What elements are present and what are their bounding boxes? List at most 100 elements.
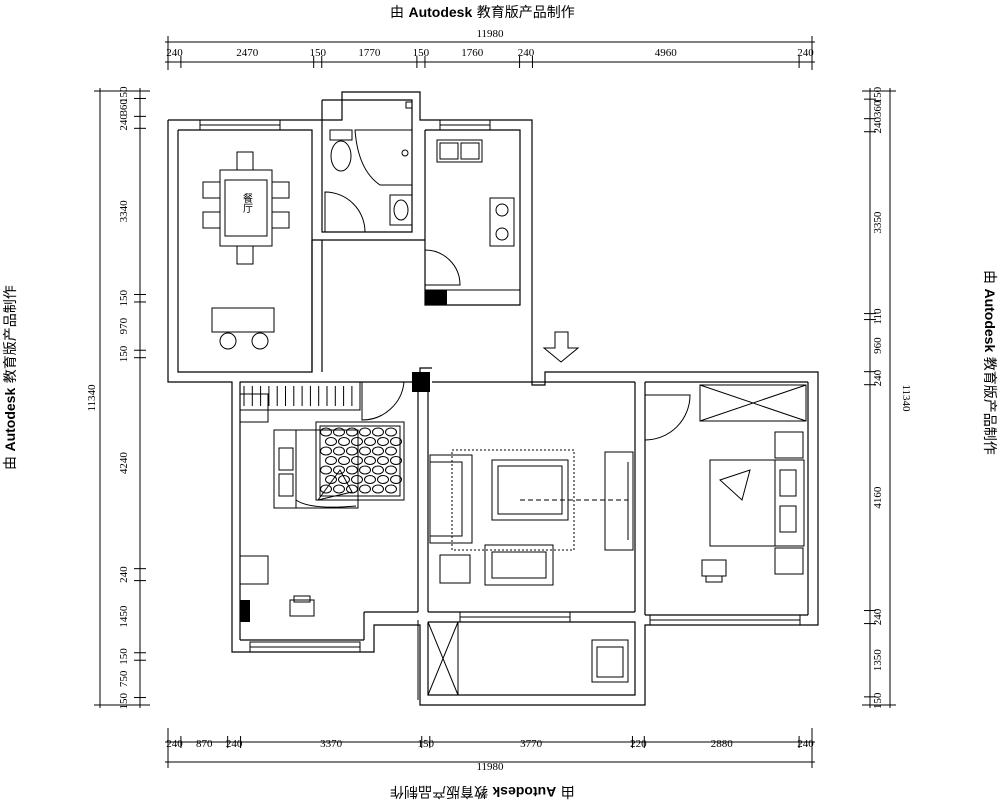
- rug-pattern-stone: [372, 446, 384, 456]
- right-dimension-total: 11340: [900, 384, 912, 412]
- rug-pattern-stone: [377, 475, 389, 484]
- left-dimension-segment: 750: [118, 670, 130, 687]
- rug-pattern-stone: [346, 427, 358, 437]
- rug-pattern-stone: [346, 465, 358, 475]
- right-dimension-segment: 240: [872, 608, 884, 625]
- rug-pattern-stone: [338, 437, 350, 446]
- rug-pattern-stone: [325, 437, 337, 446]
- rug-pattern-stone: [359, 446, 371, 456]
- left-dimension-segment: 150: [118, 289, 130, 306]
- left-dimension-segment: 240: [118, 114, 130, 131]
- rug-pattern-stone: [333, 484, 345, 494]
- left-dimension-segment: 1450: [118, 605, 130, 628]
- floor-drain: [405, 101, 413, 109]
- rug-pattern-stone: [346, 446, 358, 456]
- left-dimension-segment: 360: [118, 99, 130, 116]
- rug-pattern-stone: [338, 456, 350, 465]
- right-dimension-segment: 150: [872, 86, 884, 103]
- left-dimension-segment: 150: [118, 345, 130, 362]
- top-dimension-segment: 2470: [236, 47, 259, 59]
- bed-left: [273, 429, 359, 509]
- right-dimension-segment: 1350: [872, 649, 884, 672]
- left-dimension-segment: 150: [118, 693, 130, 710]
- washing-machine: [591, 639, 629, 683]
- living-rug: [451, 449, 575, 551]
- washbasin: [389, 194, 413, 226]
- rug-pattern-stone: [325, 475, 337, 484]
- rug-pattern-stone: [385, 427, 397, 437]
- rug-pattern-stone: [351, 456, 363, 465]
- rug-pattern-stone: [359, 427, 371, 437]
- windows: [199, 119, 801, 700]
- desk-chair-left: [289, 595, 315, 617]
- right-dimension-segment: 360: [872, 100, 884, 117]
- bottom-dimension-segment: 2880: [711, 738, 734, 750]
- rug-pattern-stone: [372, 484, 384, 494]
- bottom-dimension-segment: 240: [226, 738, 243, 750]
- left-dimension-total: 11340: [86, 384, 98, 412]
- rug-pattern-stone: [385, 484, 397, 494]
- side-table: [439, 554, 471, 584]
- desk-chair-right: [701, 559, 727, 583]
- top-dimension-segment: 240: [518, 47, 535, 59]
- top-dimension-segment: 1760: [461, 47, 484, 59]
- right-dimension-segment: 3350: [872, 211, 884, 234]
- left-dimension-segment: 240: [118, 566, 130, 583]
- rug-pattern-stone: [351, 475, 363, 484]
- top-dimension-segment: 4960: [655, 47, 678, 59]
- bedroom-right-door: [644, 394, 691, 441]
- bottom-dimension-total: 11980: [476, 761, 504, 773]
- bed-right: [709, 459, 805, 547]
- rug-pattern-stone: [377, 437, 389, 446]
- sofa-right: [484, 544, 554, 586]
- rug-pattern-stone: [372, 427, 384, 437]
- dining-table-set: [202, 151, 290, 265]
- rug-pattern-stone: [359, 465, 371, 475]
- bottom-dimension-segment: 240: [797, 738, 814, 750]
- bottom-dimension-segment: 3770: [520, 738, 543, 750]
- rug-left: [315, 421, 405, 501]
- rug-pattern-stone: [338, 475, 350, 484]
- rug-pattern-stone: [359, 484, 371, 494]
- coffee-table: [491, 459, 569, 521]
- bottom-dimension-lines: [165, 728, 815, 768]
- right-dimension-segment: 110: [872, 308, 884, 325]
- left-dimension-segment: 3340: [118, 200, 130, 223]
- nightstand-left-2: [239, 555, 269, 585]
- rug-pattern-stone: [372, 465, 384, 475]
- watermark-top: 由 Autodesk 教育版产品制作: [390, 4, 575, 21]
- rug-pattern-stone: [333, 465, 345, 475]
- rug-pattern-stone: [325, 456, 337, 465]
- top-dimension-segment: 1770: [358, 47, 381, 59]
- rug-pattern-stone: [364, 475, 376, 484]
- rug-pattern-stone: [390, 437, 402, 446]
- left-dimension-segment: 970: [118, 317, 130, 334]
- rug-pattern-stone: [320, 446, 332, 456]
- rug-pattern-stone: [333, 427, 345, 437]
- rug-pattern-stone: [320, 465, 332, 475]
- toilet: [329, 129, 353, 172]
- rug-pattern-stone: [385, 446, 397, 456]
- dining-room-label: 餐厅: [241, 192, 253, 213]
- rug-pattern-stone: [320, 484, 332, 494]
- bottom-dimension-segment: 240: [166, 738, 183, 750]
- top-dimension-lines: [165, 36, 815, 70]
- bottom-dimension-segment: 870: [196, 738, 213, 750]
- wardrobe-left: [239, 381, 361, 411]
- tv-cabinet: [520, 451, 634, 551]
- top-dimension-segment: 150: [309, 47, 326, 59]
- stove: [489, 197, 515, 247]
- rug-pattern-stone: [333, 446, 345, 456]
- entrance-arrow: [542, 331, 580, 363]
- left-dimension-segment: 150: [118, 648, 130, 665]
- right-dimension-segment: 240: [872, 116, 884, 133]
- top-dimension-segment: 240: [166, 47, 183, 59]
- exterior-walls: [167, 91, 819, 706]
- rug-pattern-stone: [385, 465, 397, 475]
- left-dimension-segment: 150: [118, 86, 130, 103]
- rug-pattern-stone: [390, 475, 402, 484]
- rug-pattern-stone: [320, 427, 332, 437]
- kitchen-sink: [436, 139, 483, 163]
